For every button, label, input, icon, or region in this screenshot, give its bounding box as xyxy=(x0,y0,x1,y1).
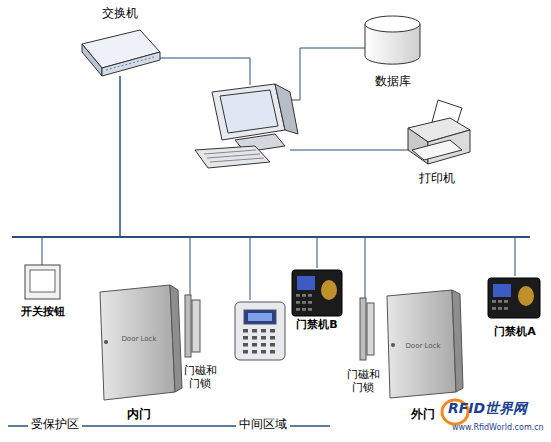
zone-label: 中间区域 xyxy=(236,417,290,431)
node-label: 门禁机B xyxy=(296,318,337,331)
watermark: RFID世界网 xyxy=(448,400,527,417)
access-reader: 门禁机A xyxy=(484,276,546,342)
door-caption: Door Lock xyxy=(121,335,156,343)
access-reader: 门禁机B xyxy=(286,268,348,334)
node-label: 打印机 xyxy=(419,171,455,185)
bus-connector xyxy=(120,76,515,276)
node-label: 开关按钮 xyxy=(21,305,65,318)
watermark-url: www.RfidWorld.com.cn xyxy=(452,423,544,433)
node-label: 交换机 xyxy=(102,6,138,20)
node-label: 门禁机A xyxy=(494,325,536,338)
node-label: 数据库 xyxy=(375,74,411,88)
node-label: 内门 xyxy=(127,407,151,421)
inner-door: Door Lock 内门 xyxy=(96,283,182,433)
zone-label: 受保护区 xyxy=(28,417,82,431)
door-lock: 门磁和 门锁 xyxy=(178,292,222,402)
switch-button: 开关按钮 xyxy=(12,263,74,325)
printer-icon: 打印机 xyxy=(398,98,476,190)
switch-icon: 交换机 xyxy=(78,6,162,76)
door-lock: 门磁和 门锁 xyxy=(340,296,386,406)
door-caption: Door Lock xyxy=(405,342,440,350)
bus-connector xyxy=(120,76,317,268)
node-label: 门磁和 门锁 xyxy=(181,364,219,390)
node-label: 外门 xyxy=(411,407,435,421)
node-label: 门磁和 门锁 xyxy=(344,368,382,394)
database-icon: 数据库 xyxy=(360,12,426,90)
